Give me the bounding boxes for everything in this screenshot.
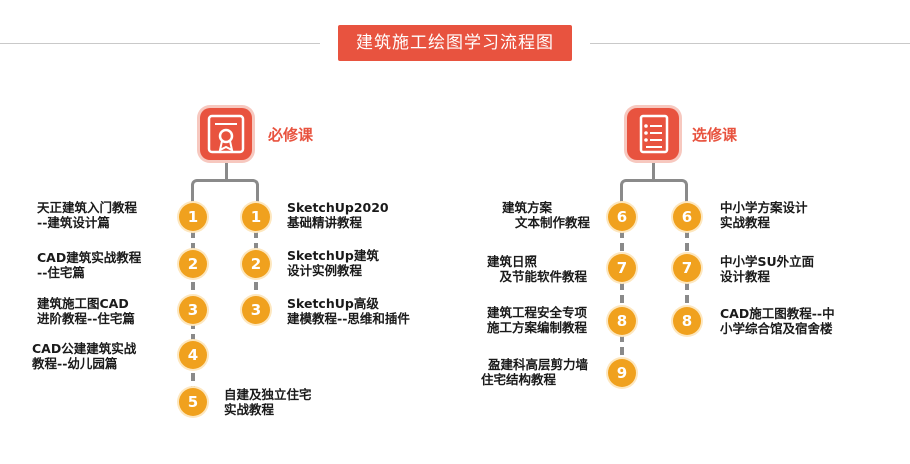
course-badge: 9 (608, 359, 636, 387)
certificate-icon (200, 108, 252, 160)
course-label[interactable]: 中小学SU外立面 设计教程 (720, 254, 815, 284)
course-badge: 6 (673, 203, 701, 231)
course-label[interactable]: CAD公建建筑实战 教程--幼儿园篇 (32, 341, 137, 371)
course-badge: 5 (179, 388, 207, 416)
page-title: 建筑施工绘图学习流程图 (338, 25, 572, 61)
required-label: 必修课 (268, 126, 314, 144)
required-connector-stem (225, 163, 228, 181)
course-label[interactable]: SketchUp建筑 设计实例教程 (287, 248, 379, 278)
course-label[interactable]: SketchUp高级 建模教程--思维和插件 (287, 296, 410, 326)
course-badge: 6 (608, 203, 636, 231)
course-label[interactable]: SketchUp2020 基础精讲教程 (287, 200, 389, 230)
course-badge: 1 (242, 203, 270, 231)
elective-label: 选修课 (692, 126, 738, 144)
elective-connector-stem (652, 163, 655, 181)
course-label[interactable]: 建筑日照 及节能软件教程 (486, 254, 587, 284)
course-badge: 3 (242, 296, 270, 324)
course-badge: 8 (608, 307, 636, 335)
elective-connector (620, 179, 688, 204)
course-badge: 4 (179, 341, 207, 369)
course-badge: 2 (242, 250, 270, 278)
course-label[interactable]: 自建及独立住宅 实战教程 (224, 387, 312, 417)
elective-left-track (620, 230, 624, 360)
course-badge: 8 (673, 307, 701, 335)
title-rule-left (0, 43, 320, 44)
course-label[interactable]: 天正建筑入门教程 --建筑设计篇 (37, 200, 138, 230)
course-badge: 7 (673, 254, 701, 282)
course-label[interactable]: 中小学方案设计 实战教程 (720, 200, 808, 230)
course-label[interactable]: CAD施工图教程--中 小学综合馆及宿舍楼 (720, 306, 835, 336)
document-list-icon (627, 108, 679, 160)
course-badge: 2 (179, 250, 207, 278)
title-rule-right (590, 43, 910, 44)
course-label[interactable]: 建筑施工图CAD 进阶教程--住宅篇 (37, 296, 135, 326)
course-badge: 7 (608, 254, 636, 282)
course-label[interactable]: 盈建科高层剪力墙 住宅结构教程 (480, 357, 588, 387)
course-badge: 3 (179, 296, 207, 324)
course-label[interactable]: CAD建筑实战教程 --住宅篇 (37, 250, 142, 280)
required-connector (191, 179, 259, 204)
course-label[interactable]: 建筑方案 文本制作教程 (501, 200, 590, 230)
course-label[interactable]: 建筑工程安全专项 施工方案编制教程 (486, 305, 587, 335)
course-badge: 1 (179, 203, 207, 231)
